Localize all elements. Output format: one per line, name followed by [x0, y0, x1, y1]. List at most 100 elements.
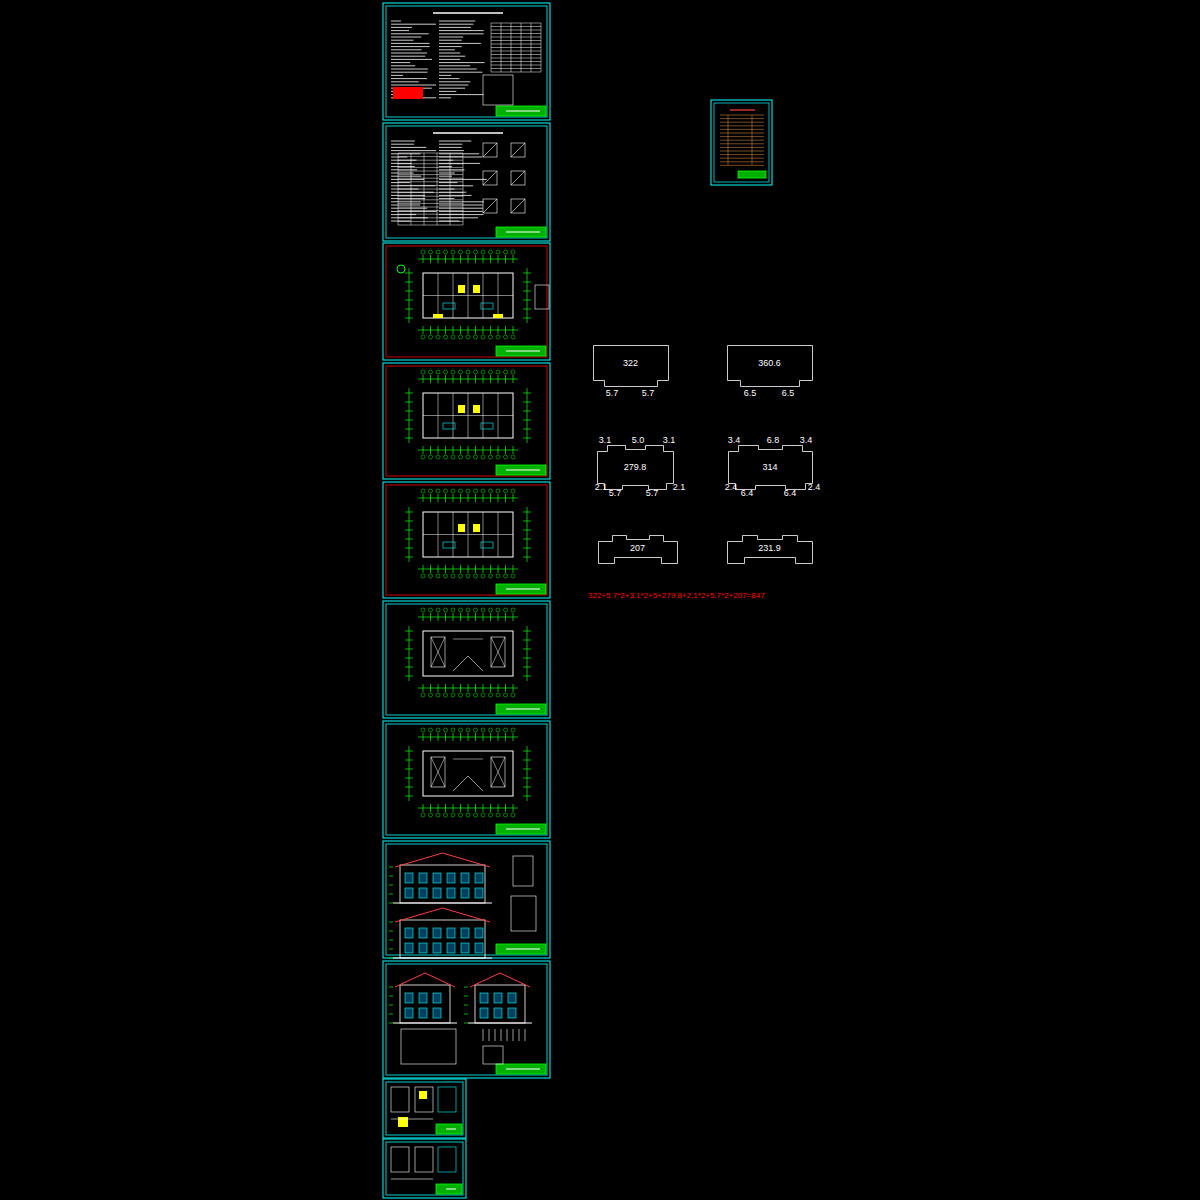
drawn-line	[445, 375, 446, 383]
drawn-rect	[400, 865, 485, 903]
drawn-line	[464, 1023, 468, 1024]
drawn-rect	[386, 1082, 463, 1135]
drawn-line	[483, 733, 484, 741]
drawn-line	[389, 1005, 393, 1006]
drawn-rect	[433, 873, 441, 883]
axis-bubble	[504, 370, 508, 374]
drawn-line	[389, 876, 393, 877]
axis-bubble	[496, 250, 500, 254]
dimension: 5.7	[609, 488, 622, 498]
drawn-line	[490, 565, 491, 573]
drawn-line	[511, 171, 525, 185]
drawn-line	[433, 12, 503, 14]
axis-bubble	[436, 608, 440, 612]
drawn-line	[720, 136, 764, 137]
axis-bubble	[504, 455, 508, 459]
drawn-line	[453, 656, 468, 671]
drawn-line	[398, 207, 463, 208]
drawn-line	[389, 940, 393, 941]
drawn-line	[423, 613, 424, 621]
dimension: 3.1	[663, 435, 676, 445]
axis-bubble	[504, 250, 508, 254]
drawn-line	[439, 153, 479, 154]
drawn-line	[391, 176, 421, 177]
drawn-line	[491, 30, 541, 31]
drawn-line	[391, 147, 426, 148]
axis-bubble	[429, 250, 433, 254]
axis-bubble	[511, 574, 515, 578]
drawn-line	[483, 446, 484, 454]
drawn-rect	[496, 944, 546, 954]
drawing-sheet	[383, 482, 550, 598]
drawn-line	[391, 46, 430, 47]
axis-bubble	[466, 335, 470, 339]
drawn-line	[430, 326, 431, 334]
roof-outline	[395, 853, 490, 867]
axis-bubble	[451, 250, 455, 254]
drawn-line	[450, 153, 451, 225]
axis-bubble	[474, 608, 478, 612]
drawn-line	[391, 37, 421, 38]
drawn-line	[439, 208, 483, 209]
axis-bubble	[504, 728, 508, 732]
drawn-line	[411, 153, 412, 225]
drawn-line	[506, 949, 540, 950]
drawn-rect	[386, 964, 547, 1075]
drawn-rect	[436, 1184, 462, 1194]
drawn-line	[720, 161, 764, 162]
drawn-line	[507, 1029, 508, 1041]
axis-bubble	[474, 489, 478, 493]
axis-bubble	[504, 813, 508, 817]
drawn-line	[391, 81, 419, 82]
drawn-line	[720, 129, 764, 130]
axis-bubble	[511, 728, 515, 732]
drawn-line	[391, 49, 422, 50]
drawn-line	[438, 375, 439, 383]
drawn-line	[491, 23, 541, 24]
drawn-line	[423, 326, 424, 334]
drawn-rect	[438, 1087, 456, 1112]
drawn-line	[720, 165, 764, 166]
drawn-rect	[386, 724, 547, 835]
drawn-rect	[511, 171, 525, 185]
drawn-rect	[481, 423, 493, 429]
axis-bubble	[444, 728, 448, 732]
drawn-rect	[386, 844, 547, 955]
drawn-line	[513, 684, 514, 692]
drawn-rect	[433, 888, 441, 898]
drawn-line	[409, 388, 410, 443]
axis-bubble	[421, 608, 425, 612]
drawn-line	[405, 318, 413, 319]
drawn-line	[483, 684, 484, 692]
drawn-line	[491, 44, 541, 45]
drawn-line	[405, 769, 413, 770]
drawn-rect	[496, 704, 546, 714]
drawn-rect	[419, 943, 427, 953]
drawn-line	[501, 1029, 502, 1041]
axis-bubble	[459, 489, 463, 493]
drawn-line	[430, 446, 431, 454]
axis-bubble	[466, 250, 470, 254]
axis-bubble	[489, 813, 493, 817]
axis-bubble	[489, 728, 493, 732]
drawn-line	[491, 33, 541, 34]
axis-bubble	[504, 489, 508, 493]
drawn-line	[405, 411, 413, 412]
drawn-line	[439, 59, 460, 60]
drawn-rect	[475, 873, 483, 883]
drawn-line	[527, 626, 528, 681]
drawn-rect	[391, 1087, 409, 1112]
drawn-line	[398, 210, 463, 211]
axis-bubble	[511, 455, 515, 459]
axis-bubble	[444, 574, 448, 578]
drawn-rect	[386, 604, 547, 715]
drawn-line	[523, 300, 531, 301]
drawn-line	[468, 494, 469, 502]
drawn-rect	[383, 363, 550, 479]
drawn-line	[439, 94, 484, 95]
drawn-line	[405, 521, 413, 522]
axis-bubble	[421, 693, 425, 697]
drawn-rect	[383, 123, 550, 241]
axis-bubble	[429, 728, 433, 732]
